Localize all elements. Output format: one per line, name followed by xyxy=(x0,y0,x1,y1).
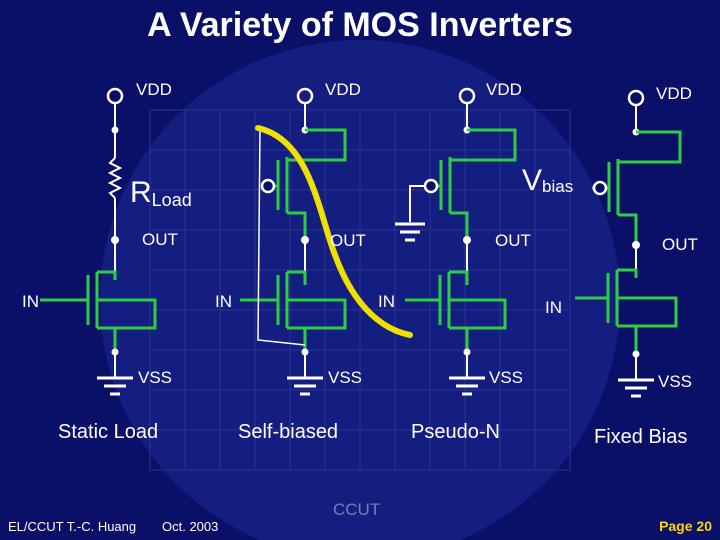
nmos-transistor xyxy=(40,270,157,350)
out-label: OUT xyxy=(495,231,531,250)
out-label: OUT xyxy=(662,235,698,254)
in-label: IN xyxy=(22,292,39,311)
ground-symbol xyxy=(395,222,425,242)
inverter-self-biased xyxy=(240,87,347,396)
background-grid xyxy=(100,40,620,540)
vss-label: VSS xyxy=(328,368,363,387)
footer-author: EL/CCUT T.-C. Huang xyxy=(8,519,137,534)
in-label: IN xyxy=(215,292,232,311)
load-resistor xyxy=(107,157,123,199)
vss-label: VSS xyxy=(489,368,524,387)
vdd-terminal xyxy=(106,87,124,105)
caption-self-biased: Self-biased xyxy=(238,421,339,443)
vss-label: VSS xyxy=(138,368,173,387)
inverter-static-load xyxy=(40,87,157,396)
vss-label: VSS xyxy=(658,372,693,391)
rload-label: RLoad xyxy=(130,176,192,210)
watermark: CCUT xyxy=(333,500,381,519)
vbias-label: Vbias xyxy=(522,164,574,197)
nmos-transistor xyxy=(405,270,507,350)
vdd-label: VDD xyxy=(136,80,172,99)
vdd-label: VDD xyxy=(656,84,692,103)
pmos-load-transistor xyxy=(592,130,682,245)
out-label: OUT xyxy=(330,231,366,250)
nmos-transistor xyxy=(240,270,347,350)
in-label: IN xyxy=(545,298,562,317)
caption-static-load: Static Load xyxy=(58,421,159,443)
vdd-label: VDD xyxy=(325,80,361,99)
caption-pseudo-n: Pseudo-N xyxy=(411,421,500,443)
caption-fixed-bias: Fixed Bias xyxy=(594,426,688,448)
inverter-pseudo-n xyxy=(395,87,517,396)
out-label: OUT xyxy=(142,230,178,249)
out-node xyxy=(111,236,119,244)
in-label: IN xyxy=(378,292,395,311)
vdd-label: VDD xyxy=(486,80,522,99)
ground-symbol xyxy=(97,376,133,396)
page-number: Page 20 xyxy=(659,518,712,534)
footer-date: Oct. 2003 xyxy=(162,519,219,534)
transfer-curve xyxy=(255,125,413,338)
slide-title: A Variety of MOS Inverters xyxy=(147,6,573,44)
inverter-fixed-bias xyxy=(575,89,682,398)
nmos-transistor xyxy=(575,268,678,352)
